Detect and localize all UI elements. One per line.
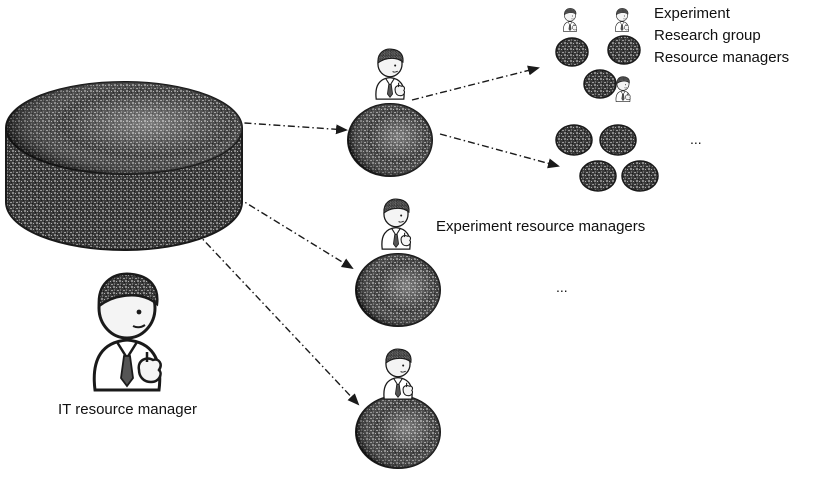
experiment-manager-person-icon-3	[383, 348, 414, 400]
legend-small-person-icon-3	[615, 76, 631, 102]
ellipsis-top-group: ...	[690, 131, 702, 147]
arrow-node1-to-group-b	[439, 133, 560, 169]
experiment-disk-2	[355, 253, 441, 327]
legend-small-disk-3	[583, 69, 617, 99]
legend-experiment-label: Experiment	[654, 5, 731, 22]
group-b-disk-3	[579, 160, 617, 192]
arrows	[195, 65, 560, 406]
legend-research-group-label: Research group	[654, 27, 761, 44]
legend-resource-managers-label: Resource managers	[654, 49, 789, 66]
arrow-root-to-node2	[211, 181, 354, 270]
arrow-root-to-node1	[229, 121, 348, 135]
experiment-manager-person-icon-1	[375, 48, 406, 100]
group-b-disk-1	[555, 124, 593, 156]
legend-small-person-icon-1	[563, 8, 578, 32]
group-b-disk-4	[621, 160, 659, 192]
experiment-disk-3	[355, 395, 441, 469]
arrow-node1-to-group-a	[411, 65, 540, 101]
ellipsis-middle: ...	[556, 279, 568, 295]
arrow-root-to-node3	[195, 231, 360, 406]
it-manager-person-icon	[92, 272, 163, 392]
it-resource-disk	[5, 81, 243, 251]
group-b-disk-2	[599, 124, 637, 156]
experiment-manager-person-icon-2	[381, 198, 412, 250]
legend-small-person-icon-2	[615, 8, 630, 32]
experiment-disk-1	[347, 103, 433, 177]
experiment-managers-label: Experiment resource managers	[436, 218, 645, 235]
legend-small-disk-2	[607, 35, 641, 65]
it-manager-label: IT resource manager	[58, 401, 197, 418]
legend-small-disk-1	[555, 37, 589, 67]
